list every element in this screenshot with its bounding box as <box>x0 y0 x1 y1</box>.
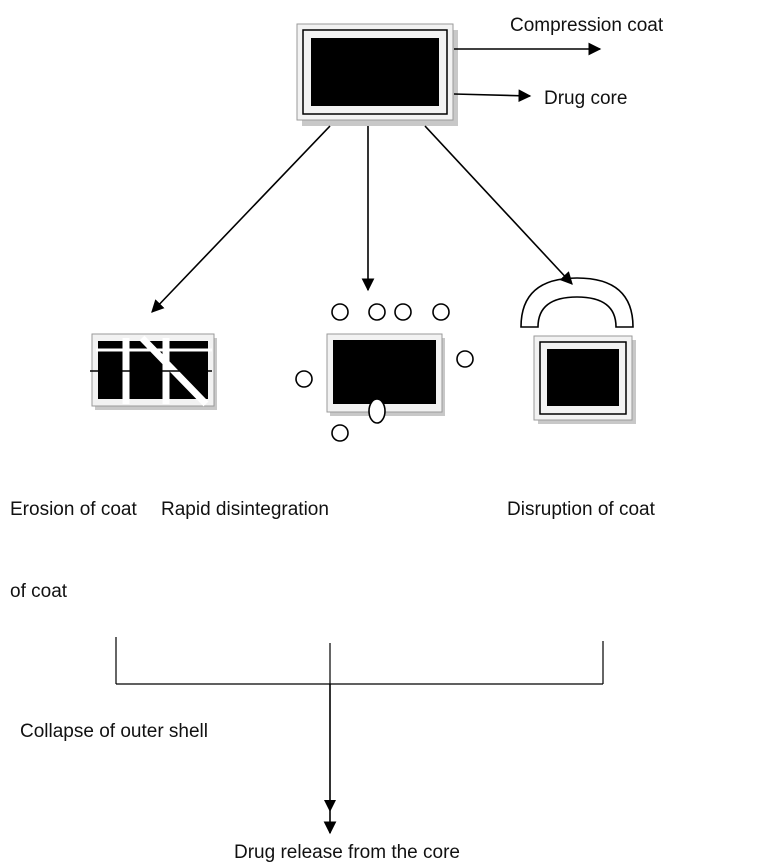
erosion-of-coat-label: Erosion of coat <box>10 499 137 520</box>
collapse-of-outer-shell-label: Collapse of outer shell <box>20 721 208 742</box>
drug-core-label: Drug core <box>544 88 627 109</box>
compression-coat-label: Compression coat <box>510 15 664 36</box>
drug-core-pointer <box>453 89 532 103</box>
release-mid-arrowhead <box>324 800 336 812</box>
disruption-of-coat-label: Disruption of coat <box>507 499 656 520</box>
drug-release-label: Drug release from the core <box>234 842 460 863</box>
intact-tablet <box>296 23 458 126</box>
disrupted-tablet <box>520 277 636 424</box>
lifted-coat-cap <box>520 277 634 328</box>
disruption-branch-arrow <box>424 125 573 285</box>
erosion-branch-arrow <box>151 125 331 313</box>
rapid-disintegration-continuation-label: of coat <box>10 581 68 602</box>
rapid-disintegration-label: Rapid disintegration <box>161 499 329 520</box>
coat-fragments <box>295 303 474 442</box>
drug-core-block <box>311 38 439 106</box>
disintegrating-tablet <box>326 333 445 416</box>
eroded-tablet <box>90 333 217 410</box>
